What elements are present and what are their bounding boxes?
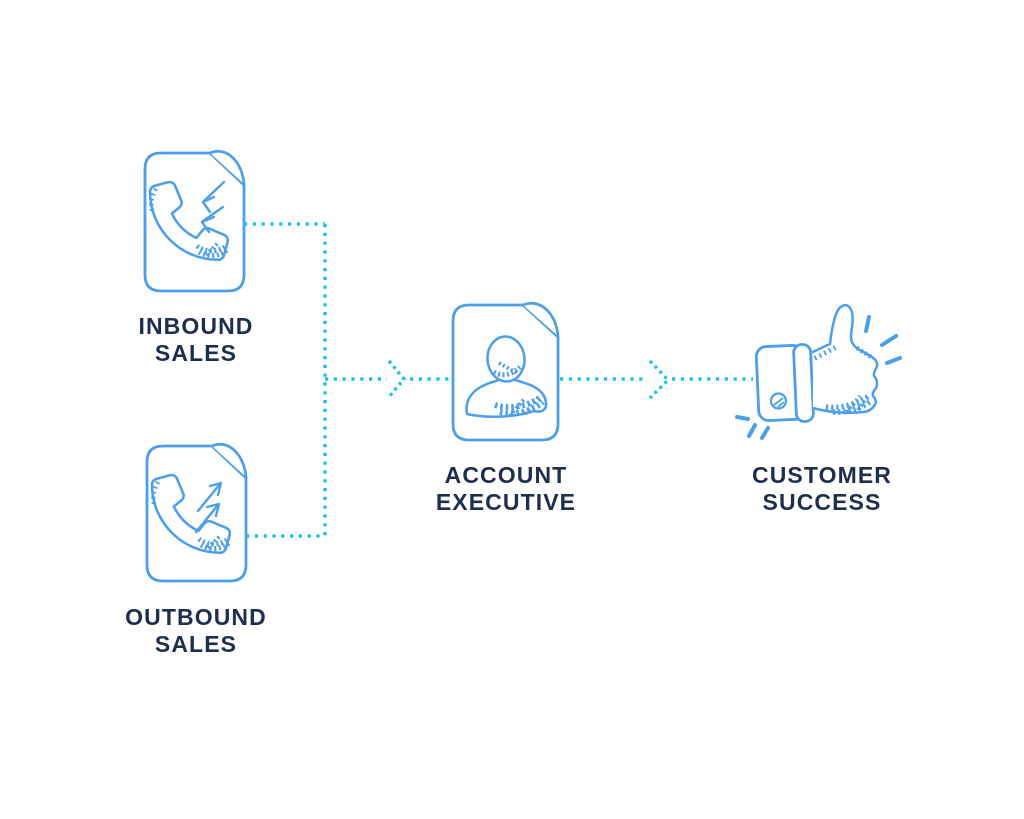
body-hatch-2 (499, 399, 545, 417)
emphasis-lines-top (864, 315, 902, 365)
outbound-sales-node: OUTBOUND SALES (125, 442, 267, 657)
document-corner-fold (208, 149, 246, 186)
document-corner-fold (210, 442, 248, 479)
body-hatch-4 (523, 396, 540, 416)
incoming-arrow-head-1 (201, 195, 216, 214)
head-hatch-2 (498, 361, 518, 375)
account-executive-label-line1: ACCOUNT (445, 462, 568, 488)
sleeve-cuff-band (792, 343, 815, 423)
connectors (244, 222, 753, 538)
outgoing-arrow-head-2 (205, 502, 221, 518)
phone-handset-icon (150, 473, 232, 555)
customer-success-label-line2: SUCCESS (763, 489, 882, 515)
outgoing-arrow-line-2 (194, 503, 220, 534)
cuff-button (769, 392, 788, 410)
emphasis-line (760, 426, 770, 440)
outgoing-arrows-icon (194, 481, 223, 534)
outbound-sales-label-line2: SALES (155, 631, 237, 657)
outgoing-arrow-head-1 (208, 481, 223, 497)
emphasis-lines-bottom (735, 415, 770, 440)
incoming-arrow-head-2 (200, 215, 216, 234)
customer-success-node: CUSTOMER SUCCESS (735, 303, 902, 515)
incoming-arrow-line-1 (202, 180, 226, 203)
emphasis-line (864, 315, 871, 333)
inbound-sales-label-line1: INBOUND (138, 313, 253, 339)
body-hatch-1 (494, 393, 544, 411)
account-executive-label-line2: EXECUTIVE (436, 489, 576, 515)
outbound-sales-label-line1: OUTBOUND (125, 604, 267, 630)
inbound-sales-label-line2: SALES (155, 340, 237, 366)
emphasis-line (747, 423, 757, 438)
incoming-arrows-icon (200, 180, 226, 234)
emphasis-line (885, 356, 902, 365)
cuff-button-hatch (773, 397, 785, 408)
thumbs-up-icon (735, 303, 902, 440)
account-executive-node: ACCOUNT EXECUTIVE (436, 301, 576, 515)
customer-success-label-line1: CUSTOMER (752, 462, 892, 488)
document-outline (143, 151, 246, 293)
outbound-call-document-icon (145, 442, 248, 583)
phone-handset-icon (148, 180, 230, 262)
mouthpiece-hatch-3 (206, 534, 222, 550)
fist-hatch-3 (845, 394, 862, 414)
document-outline (145, 444, 248, 583)
fist-hatch-1 (825, 393, 871, 411)
fist-hatch-2 (832, 398, 873, 415)
body-hatch-3 (508, 396, 527, 418)
incoming-arrow-line-2 (201, 205, 225, 223)
mouthpiece-hatch-2 (197, 247, 230, 258)
outgoing-arrow-line-1 (196, 482, 222, 513)
contact-document-icon (451, 301, 560, 442)
arrowhead-to-customer-success-icon (648, 359, 671, 400)
document-corner-fold (521, 301, 560, 338)
inbound-call-document-icon (143, 149, 246, 293)
mouthpiece-hatch-2 (199, 540, 232, 551)
emphasis-line (735, 415, 750, 421)
emphasis-line (880, 334, 898, 347)
mouthpiece-hatch-3 (204, 241, 220, 257)
arrowhead-to-account-executive-icon (387, 359, 407, 399)
inbound-sales-node: INBOUND SALES (138, 149, 253, 366)
hand-thumb-up-outline (811, 303, 879, 415)
